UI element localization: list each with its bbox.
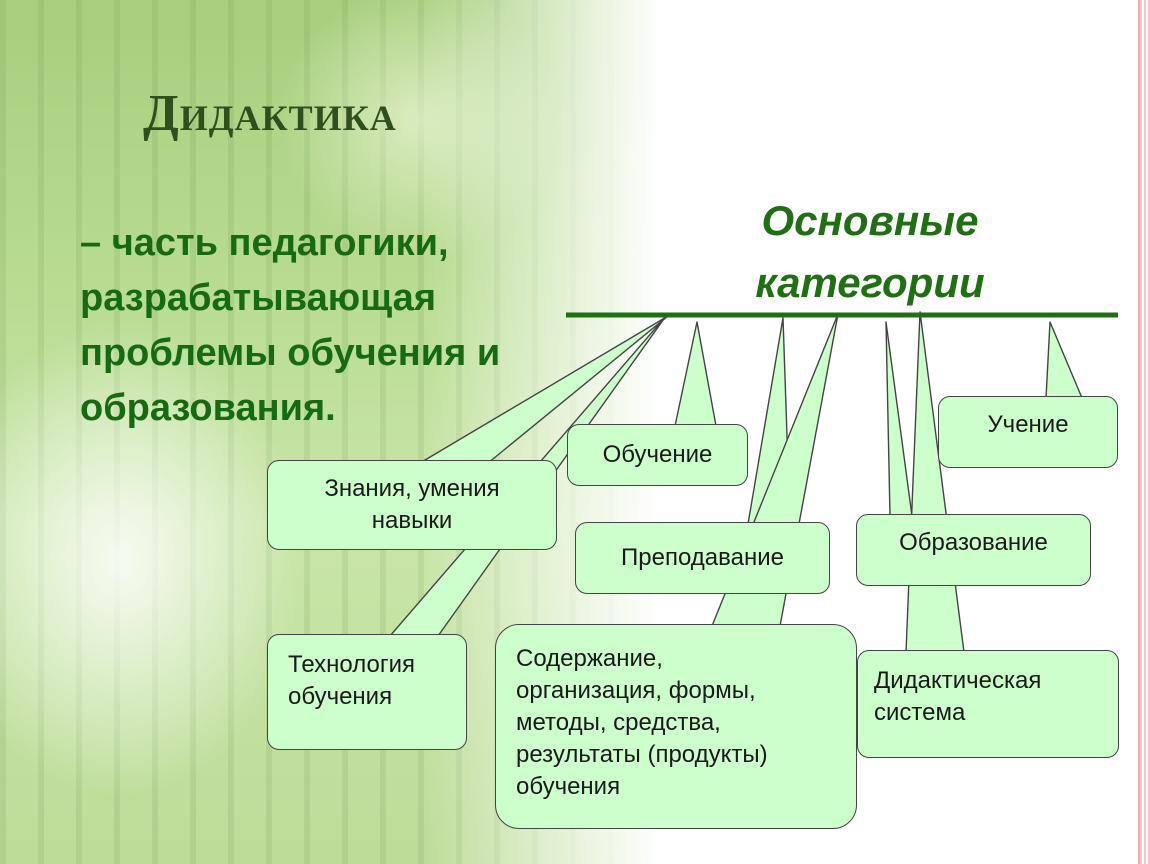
box-text-line: Содержание, bbox=[516, 645, 663, 672]
categories-heading: Основные категории bbox=[700, 190, 1040, 314]
edge-stripes bbox=[1140, 0, 1150, 864]
edge-line bbox=[1138, 0, 1140, 864]
box-text-line: Обучение bbox=[602, 441, 713, 468]
box-knowledge: Знания, умения навыки bbox=[267, 460, 557, 550]
callout-tail-obuchenie bbox=[674, 321, 717, 427]
box-text-line: система bbox=[874, 699, 966, 726]
box-content: Содержание, организация, формы, методы, … bbox=[495, 624, 857, 829]
box-text-line: Дидактическая bbox=[874, 667, 1042, 694]
definition-text: – часть педагогики, разрабатывающая проб… bbox=[80, 222, 501, 429]
box-education: Образование bbox=[856, 514, 1091, 586]
box-teaching: Преподавание bbox=[575, 522, 830, 594]
box-text-line: Технология bbox=[288, 651, 415, 678]
box-text-line: навыки bbox=[371, 507, 453, 534]
callout-tail-education bbox=[885, 321, 913, 517]
slide-title: Дидактика bbox=[143, 85, 397, 142]
heading-line: категории bbox=[755, 259, 985, 306]
box-text-line: методы, средства, bbox=[516, 709, 721, 736]
box-text-line: Преподавание bbox=[621, 544, 784, 571]
box-text-line: обучения bbox=[516, 773, 621, 800]
box-text-line: Знания, умения bbox=[324, 475, 500, 502]
box-text-line: Образование bbox=[899, 529, 1048, 556]
heading-line: Основные bbox=[761, 197, 979, 244]
callout-tail-uchenie bbox=[1045, 321, 1083, 399]
box-obuchenie: Обучение bbox=[567, 424, 748, 486]
box-uchenie: Учение bbox=[938, 396, 1118, 468]
box-text-line: обучения bbox=[288, 683, 393, 710]
callout-tail-system bbox=[905, 311, 965, 653]
box-text-line: Учение bbox=[987, 411, 1069, 438]
box-technology: Технология обучения bbox=[267, 634, 467, 750]
box-didactic-system: Дидактическая система bbox=[857, 650, 1119, 758]
box-text-line: организация, формы, bbox=[516, 677, 756, 704]
box-text-line: результаты (продукты) bbox=[516, 741, 768, 768]
